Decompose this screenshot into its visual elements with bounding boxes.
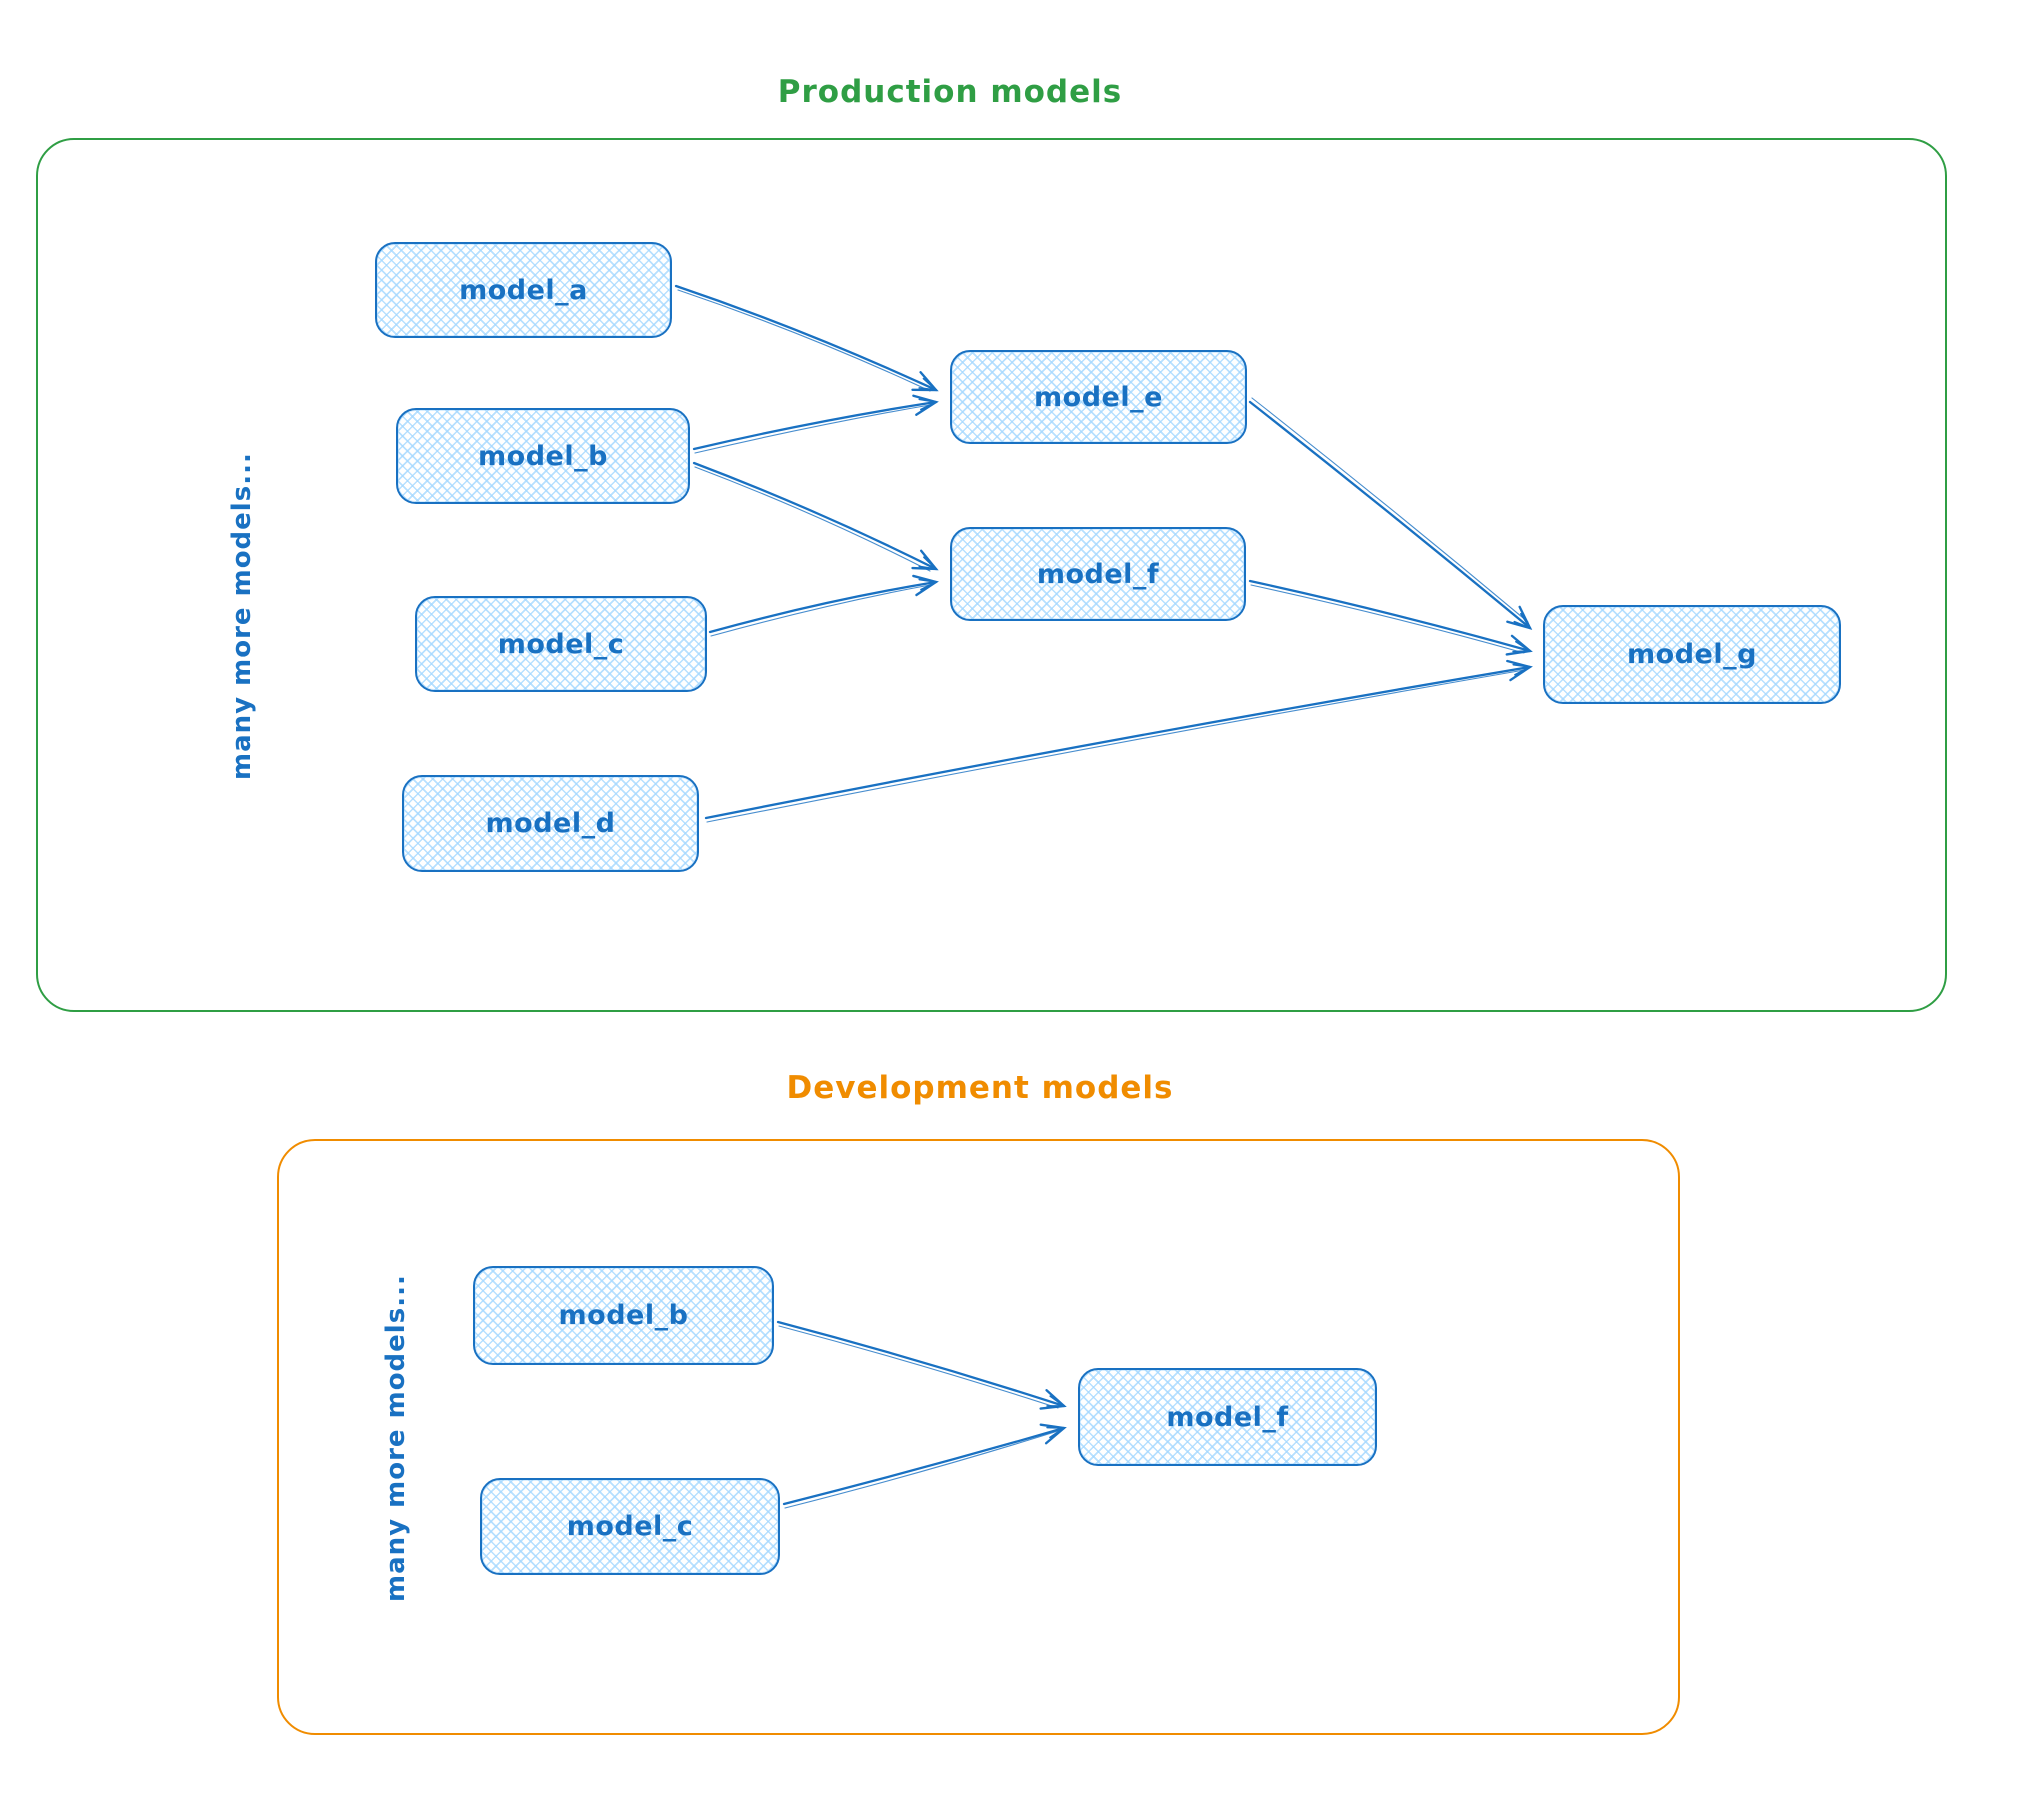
development-side-label: many more models...	[381, 1274, 411, 1602]
node-model-b[interactable]: model_b	[396, 408, 690, 504]
node-dev-model-f[interactable]: model_f	[1078, 1368, 1377, 1466]
node-model-d[interactable]: model_d	[402, 775, 699, 872]
node-dev-model-c[interactable]: model_c	[480, 1478, 780, 1575]
node-model-c[interactable]: model_c	[415, 596, 707, 692]
production-title: Production models	[777, 74, 1123, 110]
node-dev-model-b-label: model_b	[558, 1300, 689, 1331]
node-model-a-label: model_a	[459, 274, 588, 306]
node-model-a[interactable]: model_a	[375, 242, 672, 338]
node-dev-model-b[interactable]: model_b	[473, 1266, 774, 1365]
production-side-label: many more models...	[227, 452, 257, 780]
development-frame	[277, 1139, 1680, 1735]
node-model-b-label: model_b	[478, 440, 608, 472]
node-model-g[interactable]: model_g	[1543, 605, 1841, 704]
node-model-d-label: model_d	[485, 808, 616, 839]
production-frame	[36, 138, 1947, 1012]
node-model-e-label: model_e	[1034, 381, 1163, 413]
node-model-c-label: model_c	[497, 628, 625, 660]
development-title: Development models	[786, 1070, 1174, 1106]
node-dev-model-f-label: model_f	[1166, 1401, 1289, 1433]
node-dev-model-c-label: model_c	[566, 1511, 694, 1542]
node-model-f[interactable]: model_f	[950, 527, 1246, 621]
node-model-e[interactable]: model_e	[950, 350, 1247, 444]
node-model-g-label: model_g	[1627, 639, 1757, 670]
node-model-f-label: model_f	[1036, 558, 1160, 590]
